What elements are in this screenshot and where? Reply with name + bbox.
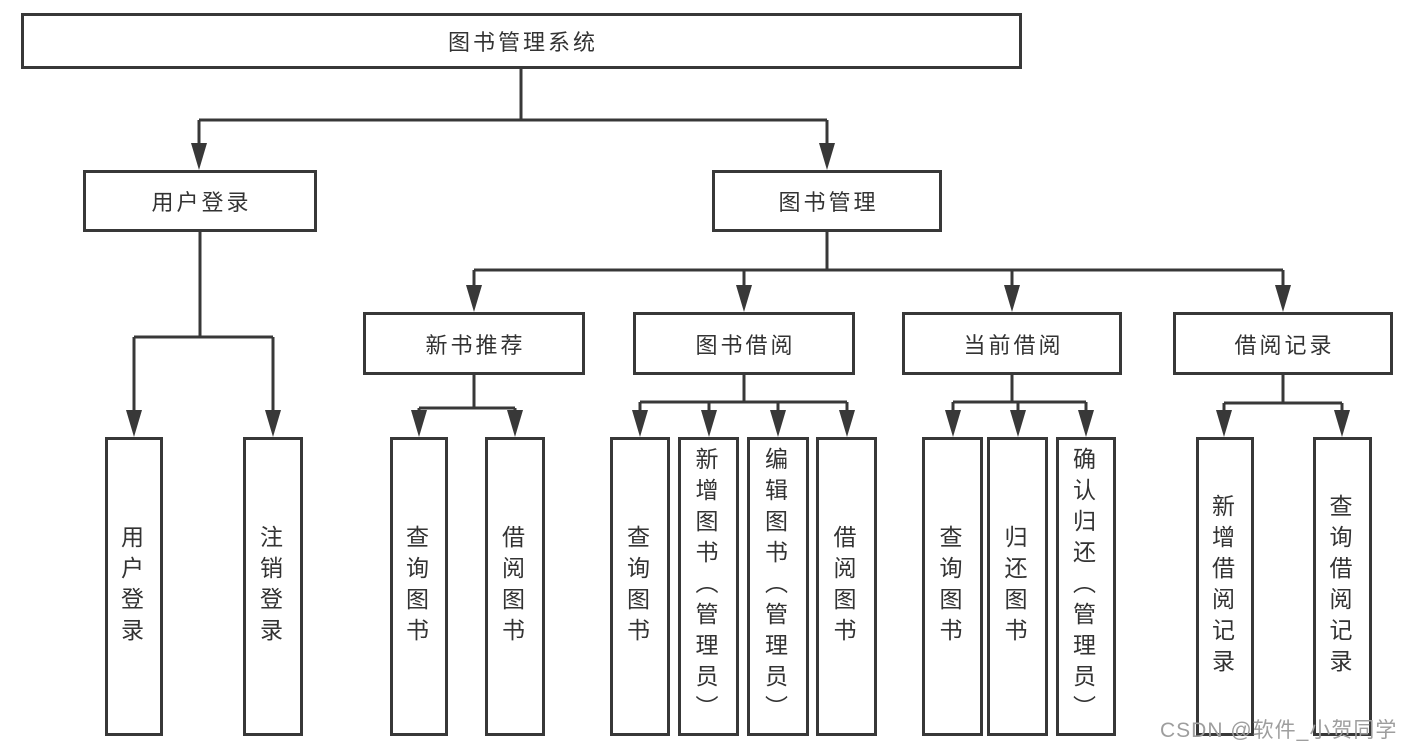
- node-book-borrow: 图书借阅: [633, 312, 855, 375]
- arrow-down-icon: [191, 143, 207, 170]
- leaf-query-books-recommend-label: 查询图书: [402, 524, 429, 649]
- arrow-down-icon: [632, 410, 648, 437]
- leaf-logout-label: 注销登录: [256, 524, 283, 649]
- leaf-borrow-books: 借阅图书: [816, 437, 877, 736]
- arrowheads: [126, 143, 1350, 437]
- leaf-edit-books-admin: 编辑图书（管理员）: [747, 437, 809, 736]
- arrow-down-icon: [1078, 410, 1094, 437]
- leaf-borrow-books-recommend: 借阅图书: [485, 437, 545, 736]
- leaf-add-borrow-record-label: 新增借阅记录: [1208, 493, 1235, 680]
- leaf-user-login: 用户登录: [105, 437, 163, 736]
- connector-current-borrow-branch: [951, 375, 1088, 411]
- connector-borrow-record-branch: [1222, 375, 1344, 411]
- node-borrow-records: 借阅记录: [1173, 312, 1393, 375]
- leaf-user-login-label: 用户登录: [117, 524, 144, 649]
- node-user-login-branch-label: 用户登录: [151, 190, 252, 215]
- node-current-borrow-label: 当前借阅: [963, 332, 1064, 358]
- leaf-add-books-admin: 新增图书（管理员）: [678, 437, 739, 736]
- connector-new-book-branch: [417, 375, 517, 411]
- arrow-down-icon: [1004, 285, 1020, 312]
- node-root-label: 图书管理系统: [447, 30, 598, 55]
- arrow-down-icon: [701, 410, 717, 437]
- arrow-down-icon: [819, 143, 835, 170]
- node-current-borrow: 当前借阅: [902, 312, 1122, 375]
- leaf-add-books-admin-label: 新增图书（管理员）: [692, 447, 718, 726]
- node-book-management-branch-label: 图书管理: [778, 190, 879, 215]
- arrow-down-icon: [839, 410, 855, 437]
- node-new-book-recommend-label: 新书推荐: [425, 332, 526, 358]
- arrow-down-icon: [507, 410, 523, 437]
- leaf-add-borrow-record: 新增借阅记录: [1196, 437, 1254, 736]
- arrow-down-icon: [265, 410, 281, 437]
- arrow-down-icon: [770, 410, 786, 437]
- arrow-down-icon: [1275, 285, 1291, 312]
- arrow-down-icon: [466, 285, 482, 312]
- leaf-query-books-borrow: 查询图书: [610, 437, 670, 736]
- leaf-query-books-borrow-label: 查询图书: [623, 524, 650, 649]
- connector-user-login-branch: [132, 232, 275, 411]
- csdn-watermark: CSDN @软件_小贺同学: [1160, 719, 1398, 742]
- node-user-login-branch: 用户登录: [83, 170, 317, 232]
- leaf-borrow-books-recommend-label: 借阅图书: [498, 524, 525, 649]
- leaf-query-books-recommend: 查询图书: [390, 437, 448, 736]
- node-book-borrow-label: 图书借阅: [695, 332, 796, 358]
- node-new-book-recommend: 新书推荐: [363, 312, 585, 375]
- node-borrow-records-label: 借阅记录: [1234, 332, 1335, 358]
- leaf-query-books-current-label: 查询图书: [936, 524, 962, 649]
- arrow-down-icon: [1216, 410, 1232, 437]
- node-book-management-branch: 图书管理: [712, 170, 942, 232]
- leaf-edit-books-admin-label: 编辑图书（管理员）: [761, 447, 788, 726]
- leaf-return-books-label: 归还图书: [1001, 524, 1027, 649]
- leaf-borrow-books-label: 借阅图书: [830, 524, 856, 649]
- leaf-confirm-return-admin-label: 确认归还（管理员）: [1069, 447, 1096, 726]
- connector-root-to-level2: [197, 69, 829, 144]
- leaf-query-books-current: 查询图书: [922, 437, 983, 736]
- node-root: 图书管理系统: [21, 13, 1022, 69]
- arrow-down-icon: [1010, 410, 1026, 437]
- arrow-down-icon: [126, 410, 142, 437]
- arrow-down-icon: [945, 410, 961, 437]
- leaf-confirm-return-admin: 确认归还（管理员）: [1056, 437, 1116, 736]
- arrow-down-icon: [411, 410, 427, 437]
- leaf-logout: 注销登录: [243, 437, 303, 736]
- arrow-down-icon: [1334, 410, 1350, 437]
- arrow-down-icon: [736, 285, 752, 312]
- connector-book-management-branch: [472, 232, 1285, 286]
- leaf-query-borrow-record: 查询借阅记录: [1313, 437, 1372, 736]
- leaf-query-borrow-record-label: 查询借阅记录: [1326, 493, 1352, 680]
- connector-book-borrow-branch: [638, 375, 849, 411]
- leaf-return-books: 归还图书: [987, 437, 1048, 736]
